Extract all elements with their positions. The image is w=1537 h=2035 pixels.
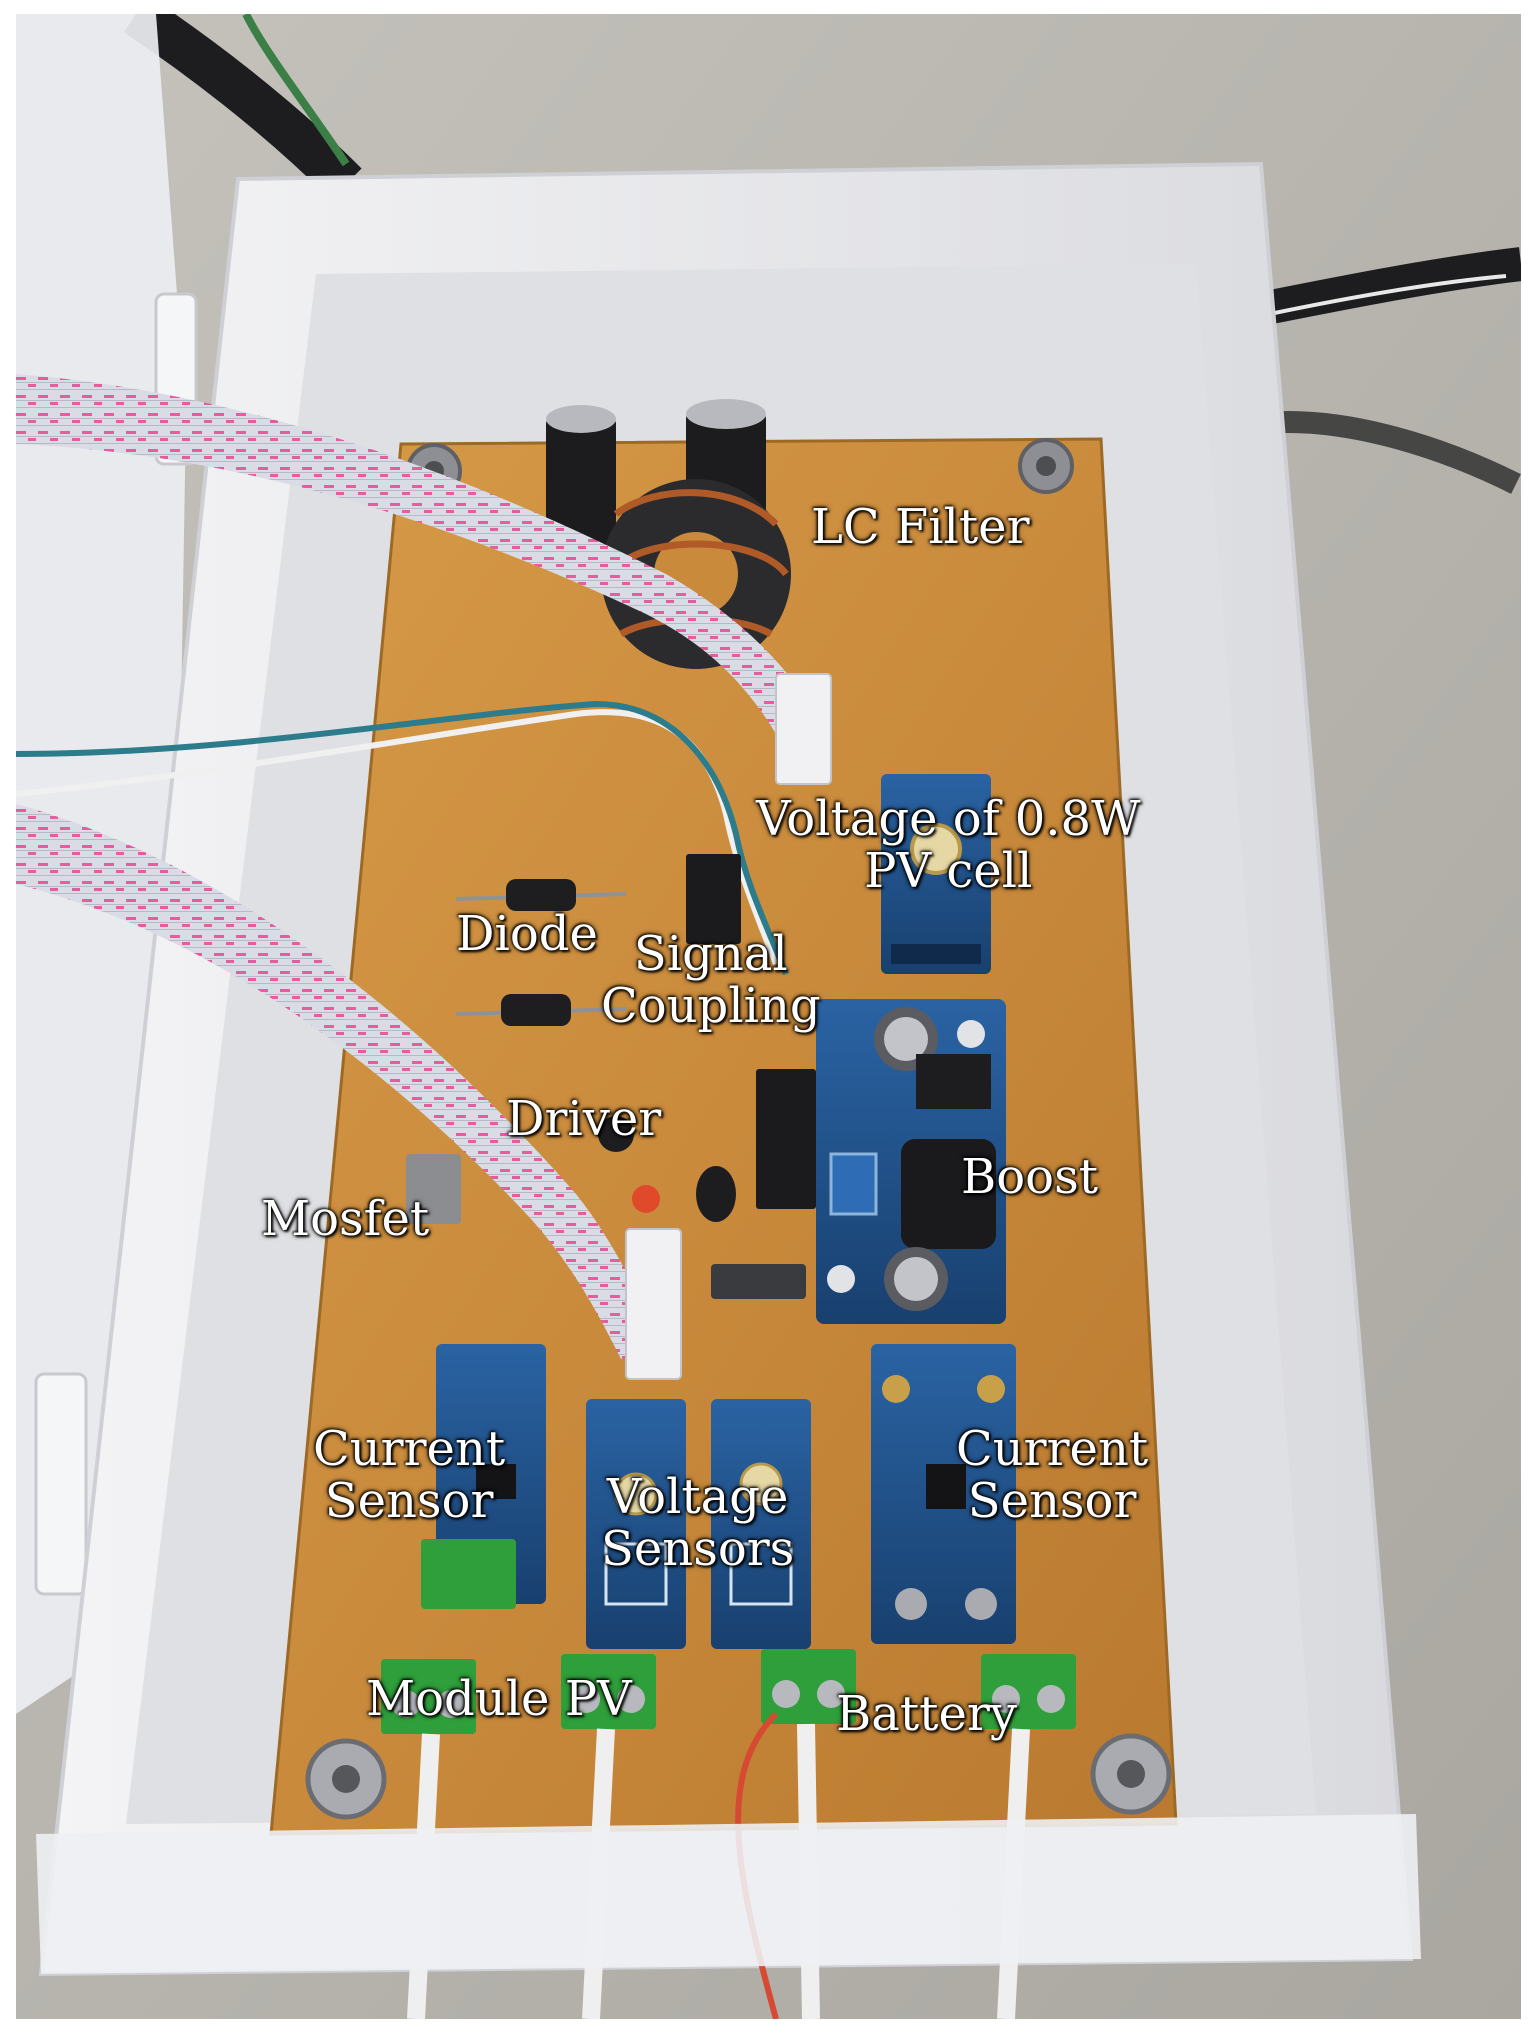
voltage-cell-module bbox=[881, 774, 991, 974]
ribbon-connector-bottom bbox=[625, 1228, 682, 1380]
red-capacitor bbox=[632, 1185, 660, 1213]
small-capacitor bbox=[696, 1166, 736, 1222]
ribbon-connector-top bbox=[775, 673, 832, 785]
right-cable-shadow bbox=[1254, 411, 1521, 494]
mosfet-heatsink bbox=[406, 1154, 461, 1224]
current-sensor-left-module bbox=[421, 1344, 546, 1609]
driver-ic bbox=[756, 1069, 816, 1209]
diodes bbox=[455, 879, 627, 1026]
circuit-box-photo: LC Filter Voltage of 0.8W PV cell Diode … bbox=[16, 14, 1521, 2019]
ribbon-cable-bottom bbox=[16, 804, 666, 1359]
voltage-sensor-module-2 bbox=[711, 1399, 811, 1649]
signal-wire-teal bbox=[16, 700, 789, 976]
enclosure-front-wall bbox=[36, 1814, 1421, 1974]
lc-filter-components bbox=[546, 399, 791, 669]
boost-module bbox=[816, 999, 1006, 1324]
ribbon-cable-top bbox=[16, 374, 816, 734]
photo-illustration bbox=[16, 14, 1521, 2019]
transistor bbox=[598, 1116, 634, 1152]
voltage-sensor-module-1 bbox=[586, 1399, 686, 1649]
current-sensor-right-module bbox=[871, 1344, 1016, 1644]
lid-hinge-bottom bbox=[34, 1372, 88, 1596]
top-cable-green bbox=[242, 14, 350, 167]
terminal-blocks bbox=[381, 1649, 1076, 1734]
optocoupler-ic bbox=[686, 854, 741, 944]
mounting-screws bbox=[305, 438, 1172, 1820]
top-cable-bundle bbox=[123, 14, 362, 200]
shunt-resistor bbox=[711, 1264, 806, 1299]
